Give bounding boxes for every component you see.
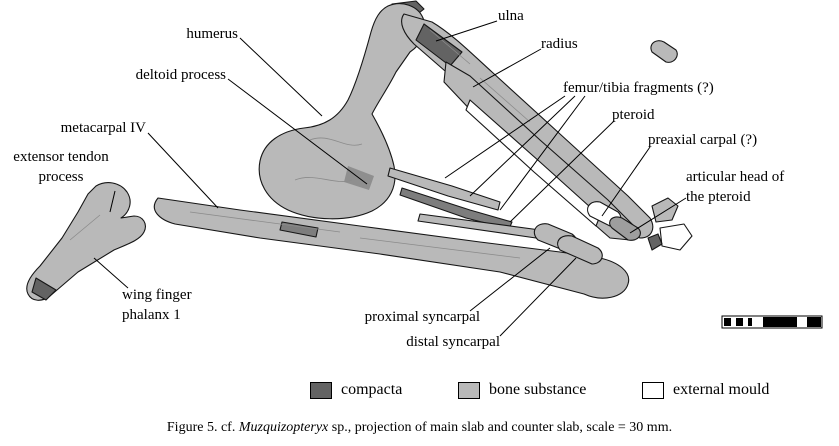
leader-extensor-tendon	[109, 190, 116, 213]
leader-preaxial-carpal	[601, 146, 651, 217]
leader-articular-head	[629, 197, 687, 234]
leader-femur-tibia-3	[499, 95, 586, 211]
legend-item-external-mould: external mould	[642, 381, 769, 399]
fragment-right-compacta	[647, 233, 663, 251]
metacarpal-compacta	[279, 221, 319, 238]
figure-caption: Figure 5. cf. Muzquizopteryx sp., projec…	[0, 420, 839, 436]
label-pteroid: pteroid	[612, 107, 655, 123]
leader-metacarpal-iv	[147, 132, 219, 209]
legend-item-compacta: compacta	[310, 381, 402, 399]
legend-label-compacta: compacta	[341, 381, 403, 398]
leader-pteroid	[509, 120, 615, 223]
distal-syncarpal-bone	[557, 235, 603, 265]
caption-taxon: Muzquizopteryx	[238, 420, 329, 435]
leader-radius	[472, 48, 542, 88]
leader-wing-finger	[93, 257, 129, 289]
leader-ulna	[435, 20, 498, 42]
label-femur-tibia-fragments: femur/tibia fragments (?)	[563, 80, 714, 96]
phalanx-compacta	[31, 277, 57, 301]
label-proximal-syncarpal: proximal syncarpal	[364, 309, 480, 325]
compacta-swatch	[310, 381, 332, 399]
humerus-bone	[258, 3, 426, 220]
label-wing-finger-phalanx: wing finger phalanx 1	[122, 287, 192, 323]
legend-label-external-mould: external mould	[673, 381, 770, 398]
leader-femur-tibia-1	[444, 95, 566, 179]
legend-label-bone-substance: bone substance	[489, 381, 587, 398]
leader-humerus	[239, 37, 323, 117]
label-preaxial-carpal: preaxial carpal (?)	[648, 132, 758, 148]
wing-finger-phalanx-bone	[26, 182, 146, 301]
label-deltoid-process: deltoid process	[135, 67, 226, 83]
label-extensor-tendon-process: extensor tendon process	[13, 149, 109, 185]
label-articular-head: articular head of the pteroid	[686, 169, 785, 205]
bone-texture	[69, 29, 531, 259]
scale-bar	[721, 315, 823, 329]
leader-proximal-syncarpal	[469, 247, 551, 312]
fragment-right-1	[651, 197, 679, 223]
legend-item-bone-substance: bone substance	[458, 381, 586, 399]
femur-tibia-fragment-1	[387, 167, 501, 211]
label-metacarpal-iv: metacarpal IV	[60, 120, 146, 136]
leader-distal-syncarpal	[499, 257, 577, 337]
caption-suffix: sp., projection of main slab and counter…	[328, 420, 673, 435]
label-distal-syncarpal: distal syncarpal	[406, 334, 500, 350]
ulna-bone	[401, 13, 654, 239]
leader-femur-tibia-2	[469, 95, 576, 197]
label-ulna: ulna	[498, 8, 524, 24]
radius-mould	[465, 99, 601, 227]
leader-deltoid-process	[227, 78, 368, 185]
bone-substance-swatch	[458, 381, 480, 399]
caption-prefix: Figure 5. cf.	[166, 420, 239, 435]
external-mould-swatch	[642, 381, 664, 399]
small-fragment-top-right	[650, 40, 678, 63]
label-radius: radius	[541, 36, 578, 52]
label-humerus: humerus	[186, 26, 238, 42]
fragment-right-2	[659, 223, 693, 251]
